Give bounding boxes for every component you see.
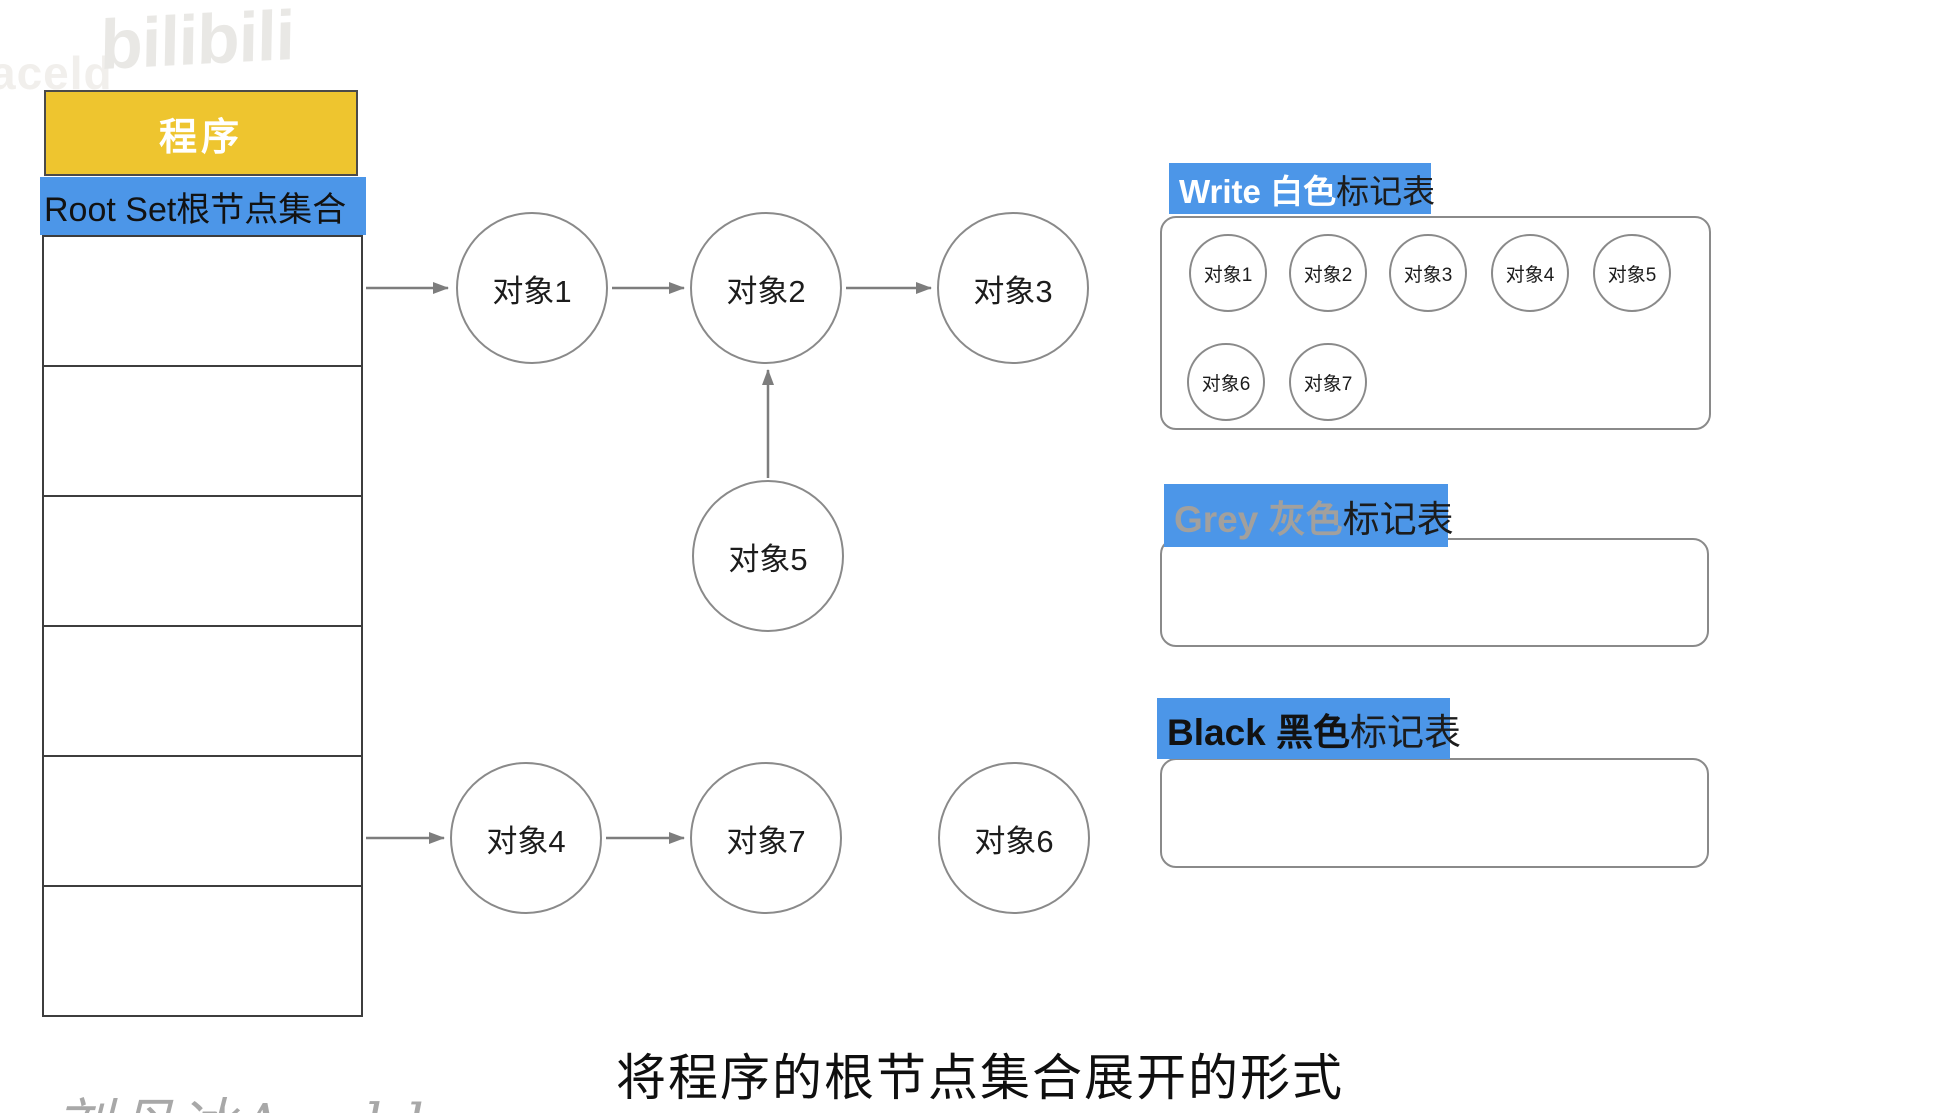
table-row (44, 887, 361, 1015)
white-label-highlight: Write 白色 (1179, 172, 1337, 210)
grey-label-suffix: 标记表 (1342, 498, 1454, 540)
white-label-suffix: 标记表 (1336, 172, 1436, 210)
table-row (44, 367, 361, 497)
graph-node-object7: 对象7 (690, 762, 842, 914)
white-table-object6: 对象6 (1187, 343, 1265, 421)
program-table-body (42, 235, 363, 1017)
white-table-object7: 对象7 (1289, 343, 1367, 421)
white-table-object4: 对象4 (1491, 234, 1569, 312)
table-row (44, 757, 361, 887)
table-row (44, 237, 361, 367)
table-row (44, 497, 361, 627)
table-row (44, 627, 361, 757)
white-mark-table-label: Write 白色标记表 (1169, 163, 1435, 214)
graph-node-object1: 对象1 (456, 212, 608, 364)
grey-mark-table-label: Grey 灰色标记表 (1164, 484, 1454, 547)
program-table-header: 程序 (44, 90, 358, 176)
black-label-highlight: Black 黑色 (1167, 711, 1351, 753)
white-mark-table-box: 对象1 对象2 对象3 对象4 对象5 对象6 对象7 (1160, 216, 1711, 430)
bilibili-logo: bilibili (99, 0, 295, 85)
graph-node-object3: 对象3 (937, 212, 1089, 364)
white-table-object3: 对象3 (1389, 234, 1467, 312)
graph-node-object2: 对象2 (690, 212, 842, 364)
graph-node-object5: 对象5 (692, 480, 844, 632)
black-mark-table-label: Black 黑色标记表 (1157, 698, 1461, 759)
graph-node-object4: 对象4 (450, 762, 602, 914)
white-table-object1: 对象1 (1189, 234, 1267, 312)
grey-mark-table-box (1160, 538, 1709, 647)
grey-label-highlight: Grey 灰色 (1174, 498, 1343, 540)
black-mark-table-box (1160, 758, 1709, 868)
graph-node-object6: 对象6 (938, 762, 1090, 914)
black-label-suffix: 标记表 (1350, 711, 1462, 753)
watermark-author-bottom: 刘丹冰Aceld (55, 1080, 430, 1113)
caption: 将程序的根节点集合展开的形式 (616, 1050, 1344, 1106)
root-set-row: Root Set根节点集合 (40, 177, 366, 235)
white-table-object5: 对象5 (1593, 234, 1671, 312)
white-table-object2: 对象2 (1289, 234, 1367, 312)
